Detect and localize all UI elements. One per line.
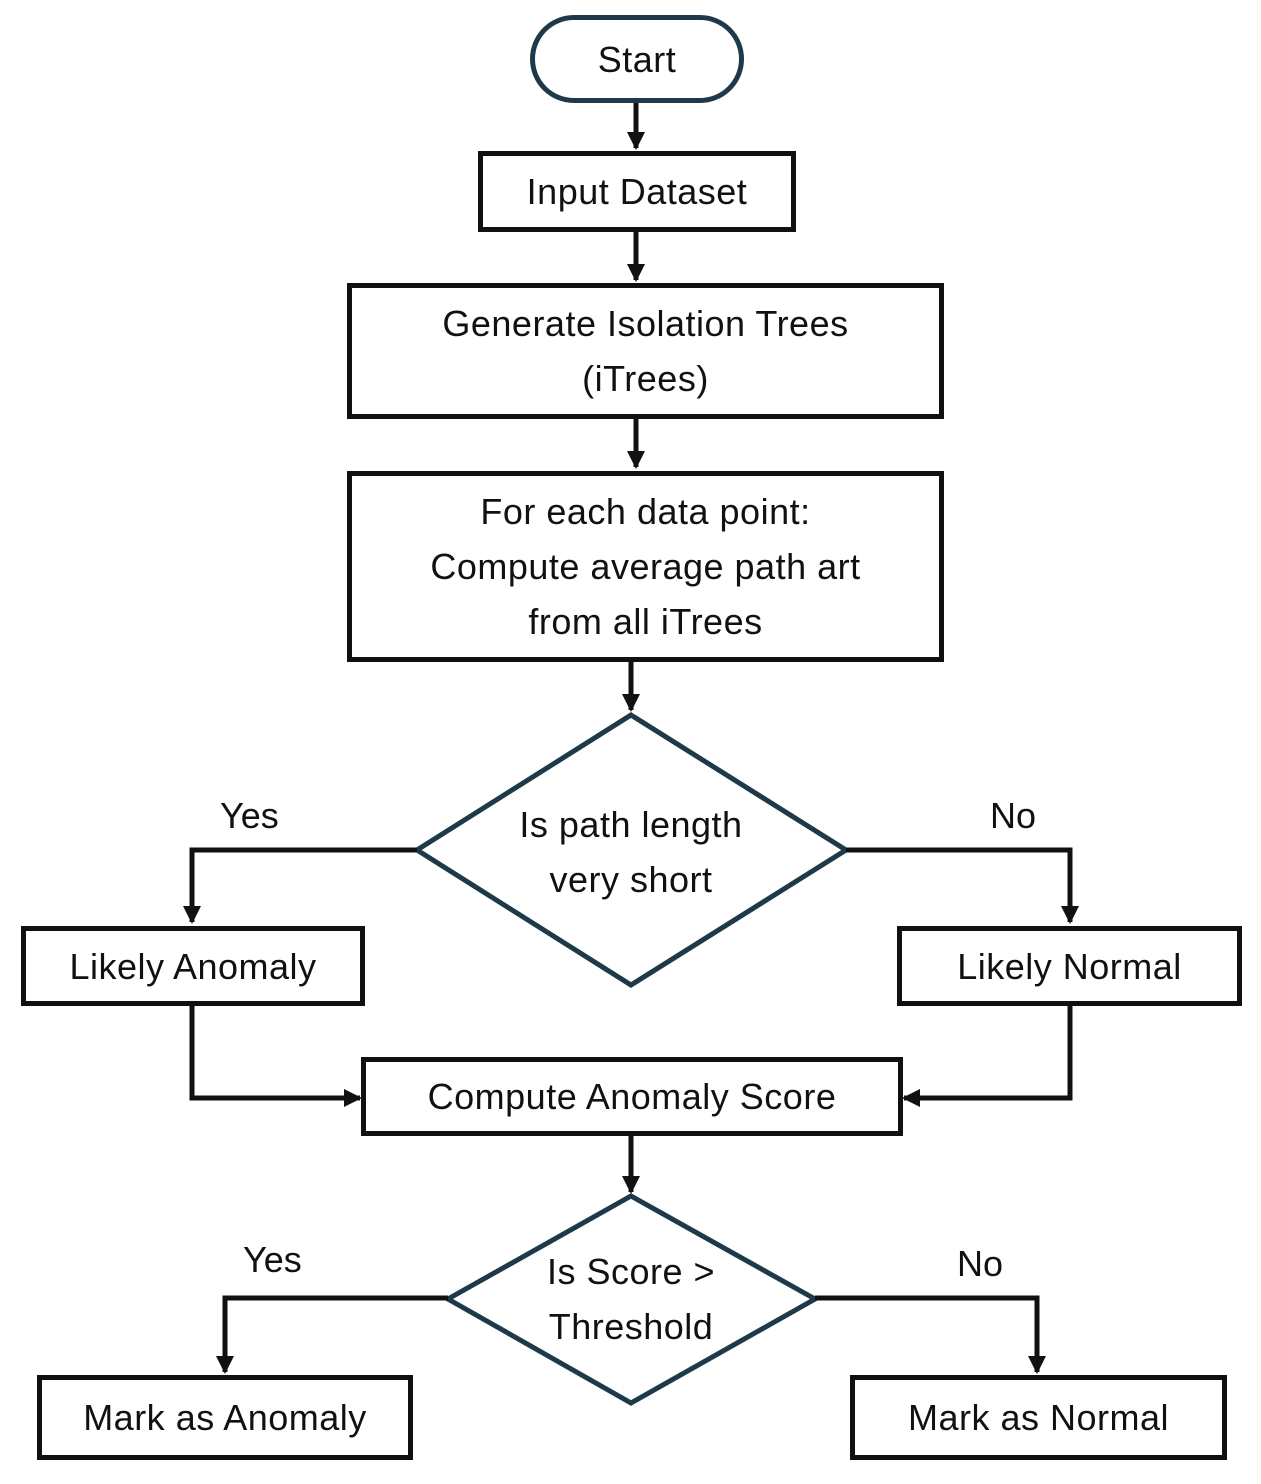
decision1-text: Is path length very short [471,797,791,907]
likely-normal-label: Likely Normal [957,945,1182,987]
decision1-line2: very short [549,859,713,900]
likely-anomaly-box: Likely Anomaly [21,926,365,1006]
input-dataset-box: Input Dataset [478,151,796,232]
decision2-text: Is Score > Threshold [491,1244,771,1354]
decision2-diamond [442,1193,821,1406]
generate-itrees-box: Generate Isolation Trees (iTrees) [347,283,944,419]
mark-normal-label: Mark as Normal [907,1397,1170,1438]
decision2-yes-label: Yes [243,1239,302,1280]
decision2-line2: Threshold [548,1306,714,1347]
compute-score-label: Compute Anomaly Score [427,1076,837,1117]
input-dataset-label: Input Dataset [526,171,748,212]
decision2-no-label: No [957,1243,1004,1284]
arrow-decision1-yes [183,847,417,924]
compute-path-box: For each data point: Compute average pat… [347,471,944,662]
mark-anomaly-label: Mark as Anomaly [83,1397,367,1438]
mark-normal-box: Mark as Normal [850,1375,1227,1460]
arrow-decision2-no [815,1295,1046,1374]
decision1-yes-label: Yes [220,795,279,836]
arrow-decision1-no [846,847,1079,924]
compute-path-line2: Compute average path art [430,546,861,587]
decision1-no-label: No [990,795,1037,836]
likely-normal-box: Likely Normal [897,926,1242,1006]
generate-itrees-line1: Generate Isolation Trees [442,303,849,344]
decision1-diamond [412,712,851,988]
mark-anomaly-box: Mark as Anomaly [37,1375,413,1460]
start-terminal: Start [530,15,744,103]
decision2-line1: Is Score > [546,1251,716,1292]
generate-itrees-line2: (iTrees) [582,358,709,399]
arrow-likely-normal-to-score [902,1005,1073,1107]
compute-path-line1: For each data point: [480,491,811,532]
compute-path-line3: from all iTrees [528,601,763,642]
likely-anomaly-label: Likely Anomaly [69,945,317,987]
arrow-likely-anomaly-to-score [189,1005,362,1107]
start-label: Start [597,38,677,80]
arrow-decision2-yes [216,1295,448,1374]
decision1-line1: Is path length [519,804,743,845]
compute-score-box: Compute Anomaly Score [361,1057,903,1136]
